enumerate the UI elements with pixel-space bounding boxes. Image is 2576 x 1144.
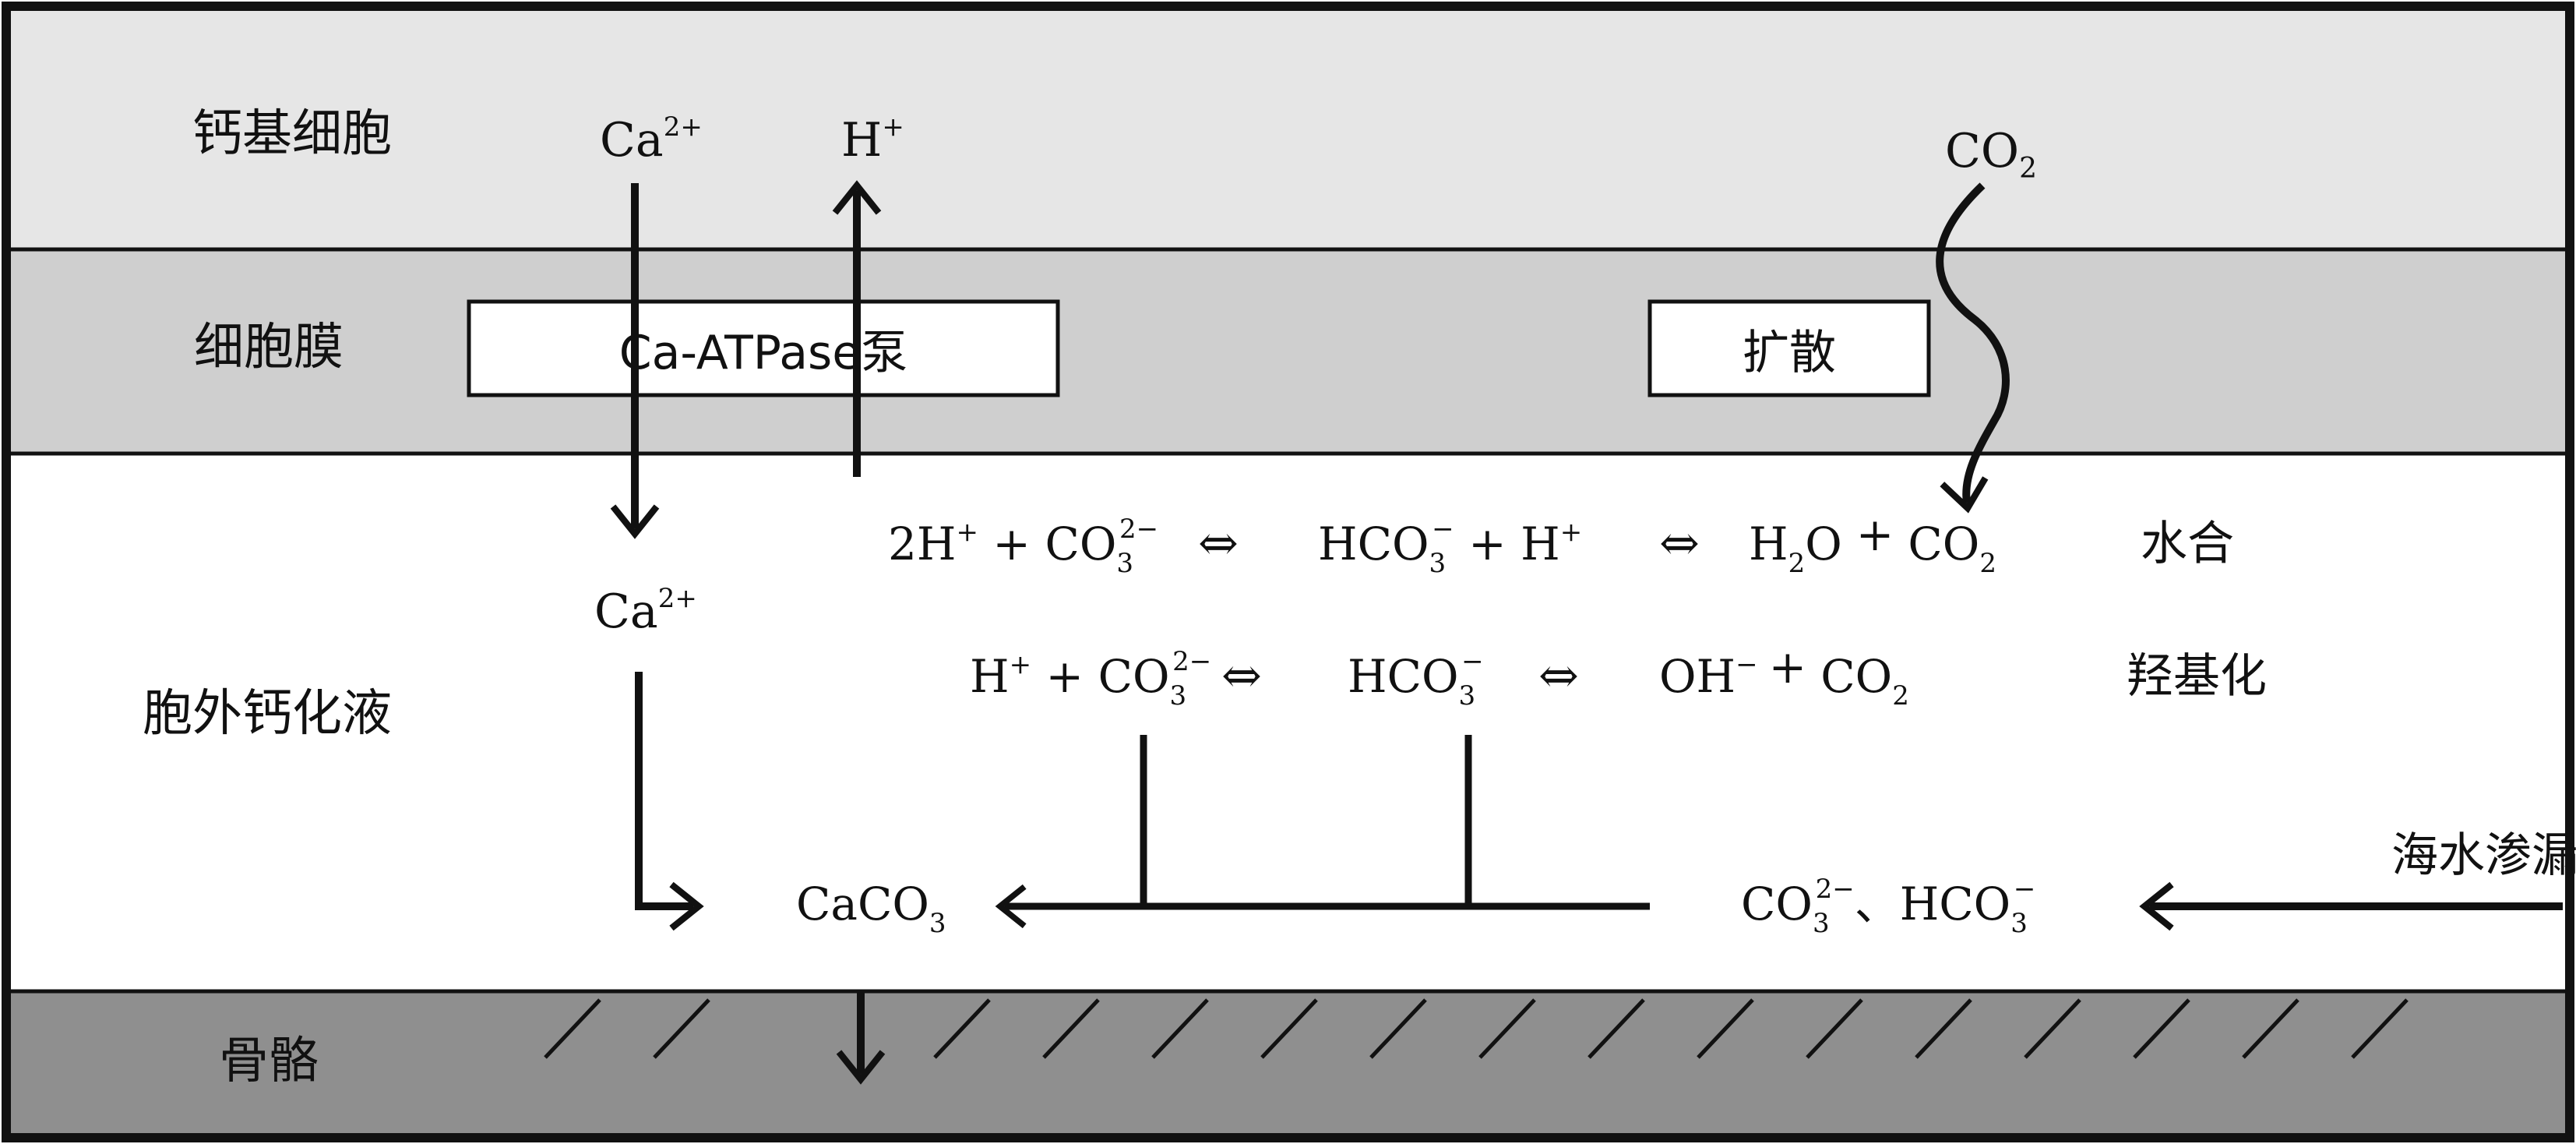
- svg-text:HCO3− + H+: HCO3− + H+: [1318, 514, 1582, 579]
- svg-text:OH−+CO2: OH−+CO2: [1659, 641, 1909, 711]
- svg-text:⇔: ⇔: [1198, 514, 1239, 571]
- skeleton-layer-label: 骨骼: [219, 1033, 319, 1090]
- svg-text:H+ + CO32−: H+ + CO32−: [970, 646, 1211, 711]
- hydration-label: 水合: [2141, 517, 2234, 571]
- svg-text:2H+ + CO32−: 2H+ + CO32−: [888, 514, 1158, 579]
- seawater-seepage-label: 海水渗漏: [2391, 828, 2576, 883]
- fluid-layer-label: 胞外钙化液: [143, 685, 392, 743]
- cell-layer-label: 钙基细胞: [192, 105, 392, 163]
- hydroxylation-label: 羟基化: [2127, 649, 2267, 704]
- svg-text:⇔: ⇔: [1538, 647, 1579, 704]
- svg-text:HCO3−: HCO3−: [1348, 646, 1484, 711]
- ca-to-caco3-arrow: [635, 672, 704, 931]
- svg-text:⇔: ⇔: [1221, 647, 1262, 704]
- membrane-layer-label: 细胞膜: [194, 319, 344, 376]
- hydroxylation-reaction: H+ + CO32− ⇔ HCO3− ⇔ OH−+CO2: [970, 641, 1909, 711]
- ca-ion-cell: Ca2+: [600, 111, 703, 168]
- h-ion-cell: H+: [841, 111, 904, 168]
- svg-text:⇔: ⇔: [1659, 514, 1700, 571]
- skeleton-layer: [8, 991, 2568, 1136]
- cell-layer: [8, 8, 2568, 249]
- diffusion-box: [1647, 299, 1931, 397]
- hydration-reaction: 2H+ + CO32− ⇔ HCO3− + H+ ⇔ H2O+CO2: [888, 508, 1996, 579]
- svg-text:H2O+CO2: H2O+CO2: [1749, 508, 1996, 579]
- diffusion-label: 扩散: [1743, 326, 1836, 380]
- co2-cell: CO2: [1945, 124, 2037, 185]
- membrane-layer: [8, 249, 2568, 454]
- skeleton-hatch: [544, 998, 2409, 1059]
- ca-ion-fluid: Ca2+: [594, 583, 697, 639]
- caco3-label: CaCO3: [796, 877, 946, 939]
- ca-atpase-pump-label: Ca-ATPase泵: [619, 326, 907, 380]
- carbonate-ions-label: CO32−、HCO3−: [1741, 874, 2035, 939]
- co2-diffusion-arrow: [1936, 182, 2010, 514]
- ca-atpase-pump-box: [467, 299, 1060, 397]
